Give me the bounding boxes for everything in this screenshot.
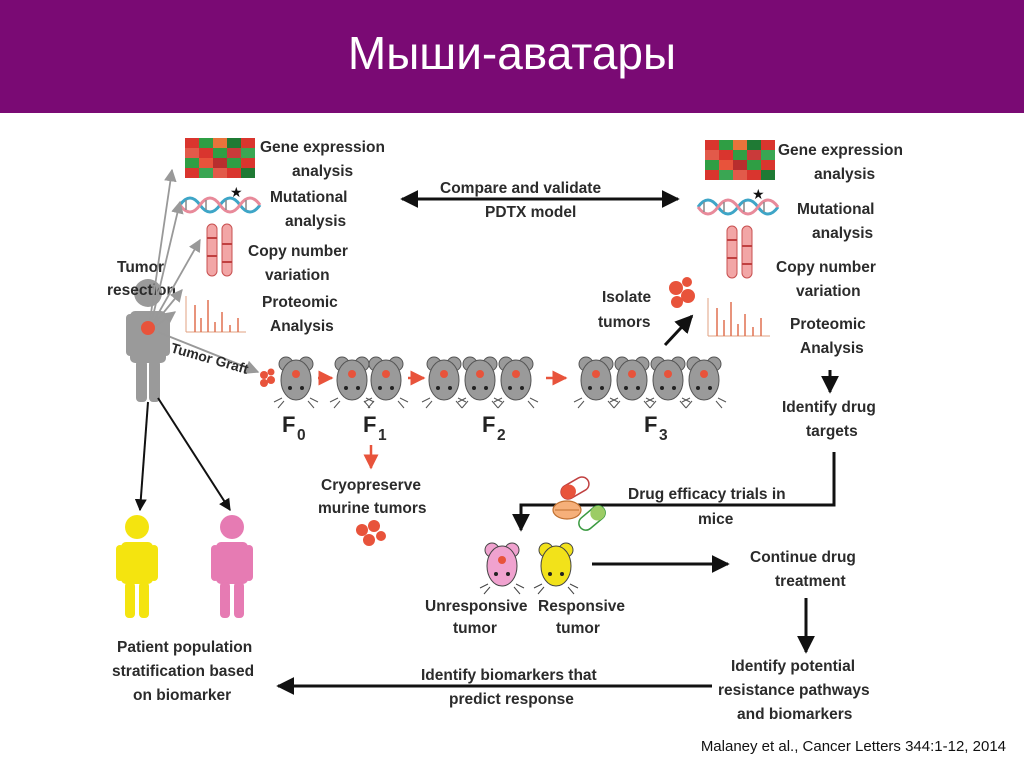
generation-f2: F 2	[482, 412, 506, 444]
proteomic-label-left: Proteomic	[262, 294, 338, 311]
efficacy-label: Drug efficacy trials in	[628, 486, 786, 503]
proteomic-label-right-2: Analysis	[800, 340, 864, 357]
mouse-generations	[273, 356, 727, 409]
isolate-tumors-label-2: tumors	[598, 314, 651, 331]
tumor-graft-arrow	[157, 331, 260, 374]
mutational-label-right: Mutational	[797, 201, 875, 218]
mass-spectrum-icon-left	[185, 296, 246, 333]
gene-expression-label-left: Gene expression	[260, 139, 385, 156]
gene-expression-label-left-2: analysis	[292, 163, 353, 180]
tumor-resection-label-2: resection	[107, 282, 176, 299]
responsive-label-2: tumor	[556, 620, 600, 637]
isolated-tumor-cells-icon	[669, 277, 695, 308]
chromosome-icon-right	[726, 225, 753, 279]
biomarkers-label-2: predict response	[449, 691, 574, 708]
mouse-f3-1	[573, 356, 619, 409]
dna-helix-icon-left: ★	[178, 185, 262, 214]
patient-pink-icon	[211, 515, 253, 618]
svg-text:F: F	[482, 412, 495, 437]
continue-label-2: treatment	[775, 573, 846, 590]
mouse-f3-2	[609, 356, 655, 409]
stratify-arrow-yellow	[134, 401, 149, 512]
dna-helix-icon-right: ★	[696, 187, 780, 216]
unresponsive-label-2: tumor	[453, 620, 497, 637]
responsive-mouse	[533, 542, 579, 595]
compare-label: Compare and validate	[440, 180, 601, 197]
isolate-tumors-label: Isolate	[602, 289, 651, 306]
slide-title: Мыши-аватары	[347, 27, 677, 79]
frozen-tumor-cells-icon	[356, 520, 386, 546]
svg-text:2: 2	[497, 427, 506, 444]
mass-spectrum-icon-right	[707, 298, 770, 337]
chromosome-icon-left	[206, 223, 233, 277]
generation-f1: F 1	[363, 412, 387, 444]
generation-f3: F 3	[644, 412, 668, 444]
unresponsive-label: Unresponsive	[425, 598, 528, 615]
cryopreserve-label: Cryopreserve	[321, 477, 421, 494]
tumor-dot	[141, 321, 155, 335]
unresponsive-mouse	[479, 542, 525, 595]
mouse-f1-1	[329, 356, 375, 409]
svg-text:★: ★	[752, 187, 765, 203]
mouse-f1-2	[363, 356, 409, 409]
mouse-f2-2	[457, 356, 503, 409]
citation: Malaney et al., Cancer Letters 344:1-12,…	[700, 738, 1006, 755]
identify-drug-label-2: targets	[806, 423, 858, 440]
svg-text:3: 3	[659, 427, 668, 444]
continue-label: Continue drug	[750, 549, 856, 566]
pills-icon	[552, 476, 606, 531]
gene-expression-label-right: Gene expression	[778, 142, 903, 159]
mouse-f0-1	[273, 356, 319, 409]
patient-stratification-label: Patient population	[117, 639, 252, 656]
proteomic-label-right: Proteomic	[790, 316, 866, 333]
proteomic-label-left-2: Analysis	[270, 318, 334, 335]
responsive-label: Responsive	[538, 598, 625, 615]
mutational-label-left-2: analysis	[285, 213, 346, 230]
svg-text:0: 0	[297, 427, 306, 444]
identify-drug-label: Identify drug	[782, 399, 876, 416]
efficacy-label-2: mice	[698, 511, 734, 528]
mouse-f2-1	[421, 356, 467, 409]
heatmap-icon-right	[705, 140, 775, 180]
resistance-label: Identify potential	[731, 658, 855, 675]
copy-number-label-right-2: variation	[796, 283, 861, 300]
mouse-f3-4	[681, 356, 727, 409]
analysis-arrows	[149, 168, 201, 327]
copy-number-label-left-2: variation	[265, 267, 330, 284]
svg-text:F: F	[282, 412, 295, 437]
patient-stratification-label-2: stratification based	[112, 663, 254, 680]
patient-stratification-label-3: on biomarker	[133, 687, 231, 704]
mouse-f3-3	[645, 356, 691, 409]
result-mice	[479, 542, 579, 595]
copy-number-label-left: Copy number	[248, 243, 348, 260]
tumor-graft-label: Tumor Graft	[169, 340, 250, 377]
resistance-label-2: resistance pathways	[718, 682, 870, 699]
tumor-cells-icon	[260, 368, 275, 387]
biomarkers-label: Identify biomarkers that	[421, 667, 597, 684]
generation-f0: F 0	[282, 412, 306, 444]
heatmap-icon-left	[185, 138, 255, 178]
mutational-label-left: Mutational	[270, 189, 348, 206]
resistance-label-3: and biomarkers	[737, 706, 852, 723]
mouse-f2-3	[493, 356, 539, 409]
svg-text:F: F	[644, 412, 657, 437]
svg-text:F: F	[363, 412, 376, 437]
mutational-label-right-2: analysis	[812, 225, 873, 242]
copy-number-label-right: Copy number	[776, 259, 876, 276]
patient-person-icon	[126, 279, 170, 402]
stratify-arrow-pink	[157, 397, 231, 512]
svg-text:1: 1	[378, 427, 387, 444]
cryopreserve-label-2: murine tumors	[318, 500, 427, 517]
isolate-arrow	[663, 314, 694, 347]
compare-label-2: PDTX model	[485, 204, 576, 221]
patient-yellow-icon	[116, 515, 158, 618]
svg-text:★: ★	[230, 185, 243, 201]
efficacy-path-arrow	[512, 452, 836, 532]
slide-header: Мыши-аватары	[0, 0, 1024, 113]
tumor-resection-label: Tumor	[117, 259, 164, 276]
gene-expression-label-right-2: analysis	[814, 166, 875, 183]
